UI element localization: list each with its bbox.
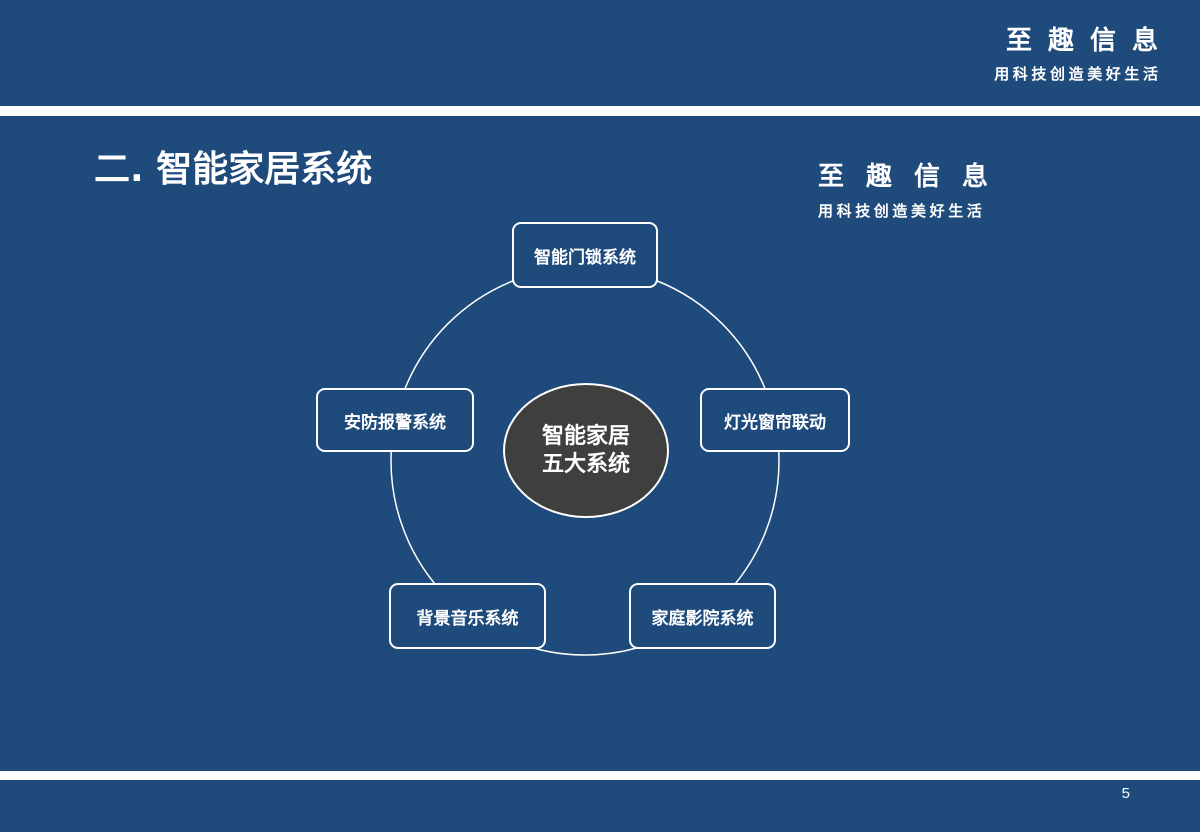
center-hub-line2: 五大系统 [541,451,630,477]
header-divider [0,106,1200,116]
node-home-theater: 家庭影院系统 [629,583,776,649]
slide-brand-slogan: 用科技创造美好生活 [818,202,986,220]
node-security-alarm: 安防报警系统 [316,388,474,452]
node-label: 背景音乐系统 [416,608,519,629]
node-label: 智能门锁系统 [534,247,636,268]
footer-divider [0,771,1200,780]
slide-brand-name: 至趣信息 [818,162,1011,192]
center-hub: 智能家居 五大系统 [503,383,669,518]
page-number: 5 [1121,785,1130,802]
slide-brand: 至趣信息 用科技创造美好生活 [818,160,1010,221]
header-brand: 至趣信息 用科技创造美好生活 [994,24,1158,84]
node-lighting-curtain: 灯光窗帘联动 [700,388,850,452]
page-title: 二. 智能家居系统 [94,149,373,190]
node-label: 灯光窗帘联动 [724,412,826,433]
node-label: 安防报警系统 [344,412,446,433]
node-smart-lock: 智能门锁系统 [512,222,658,288]
node-background-music: 背景音乐系统 [389,583,546,649]
brand-slogan: 用科技创造美好生活 [994,65,1162,83]
brand-name: 至趣信息 [1005,26,1174,56]
node-label: 家庭影院系统 [651,608,754,629]
center-hub-line1: 智能家居 [541,423,630,449]
